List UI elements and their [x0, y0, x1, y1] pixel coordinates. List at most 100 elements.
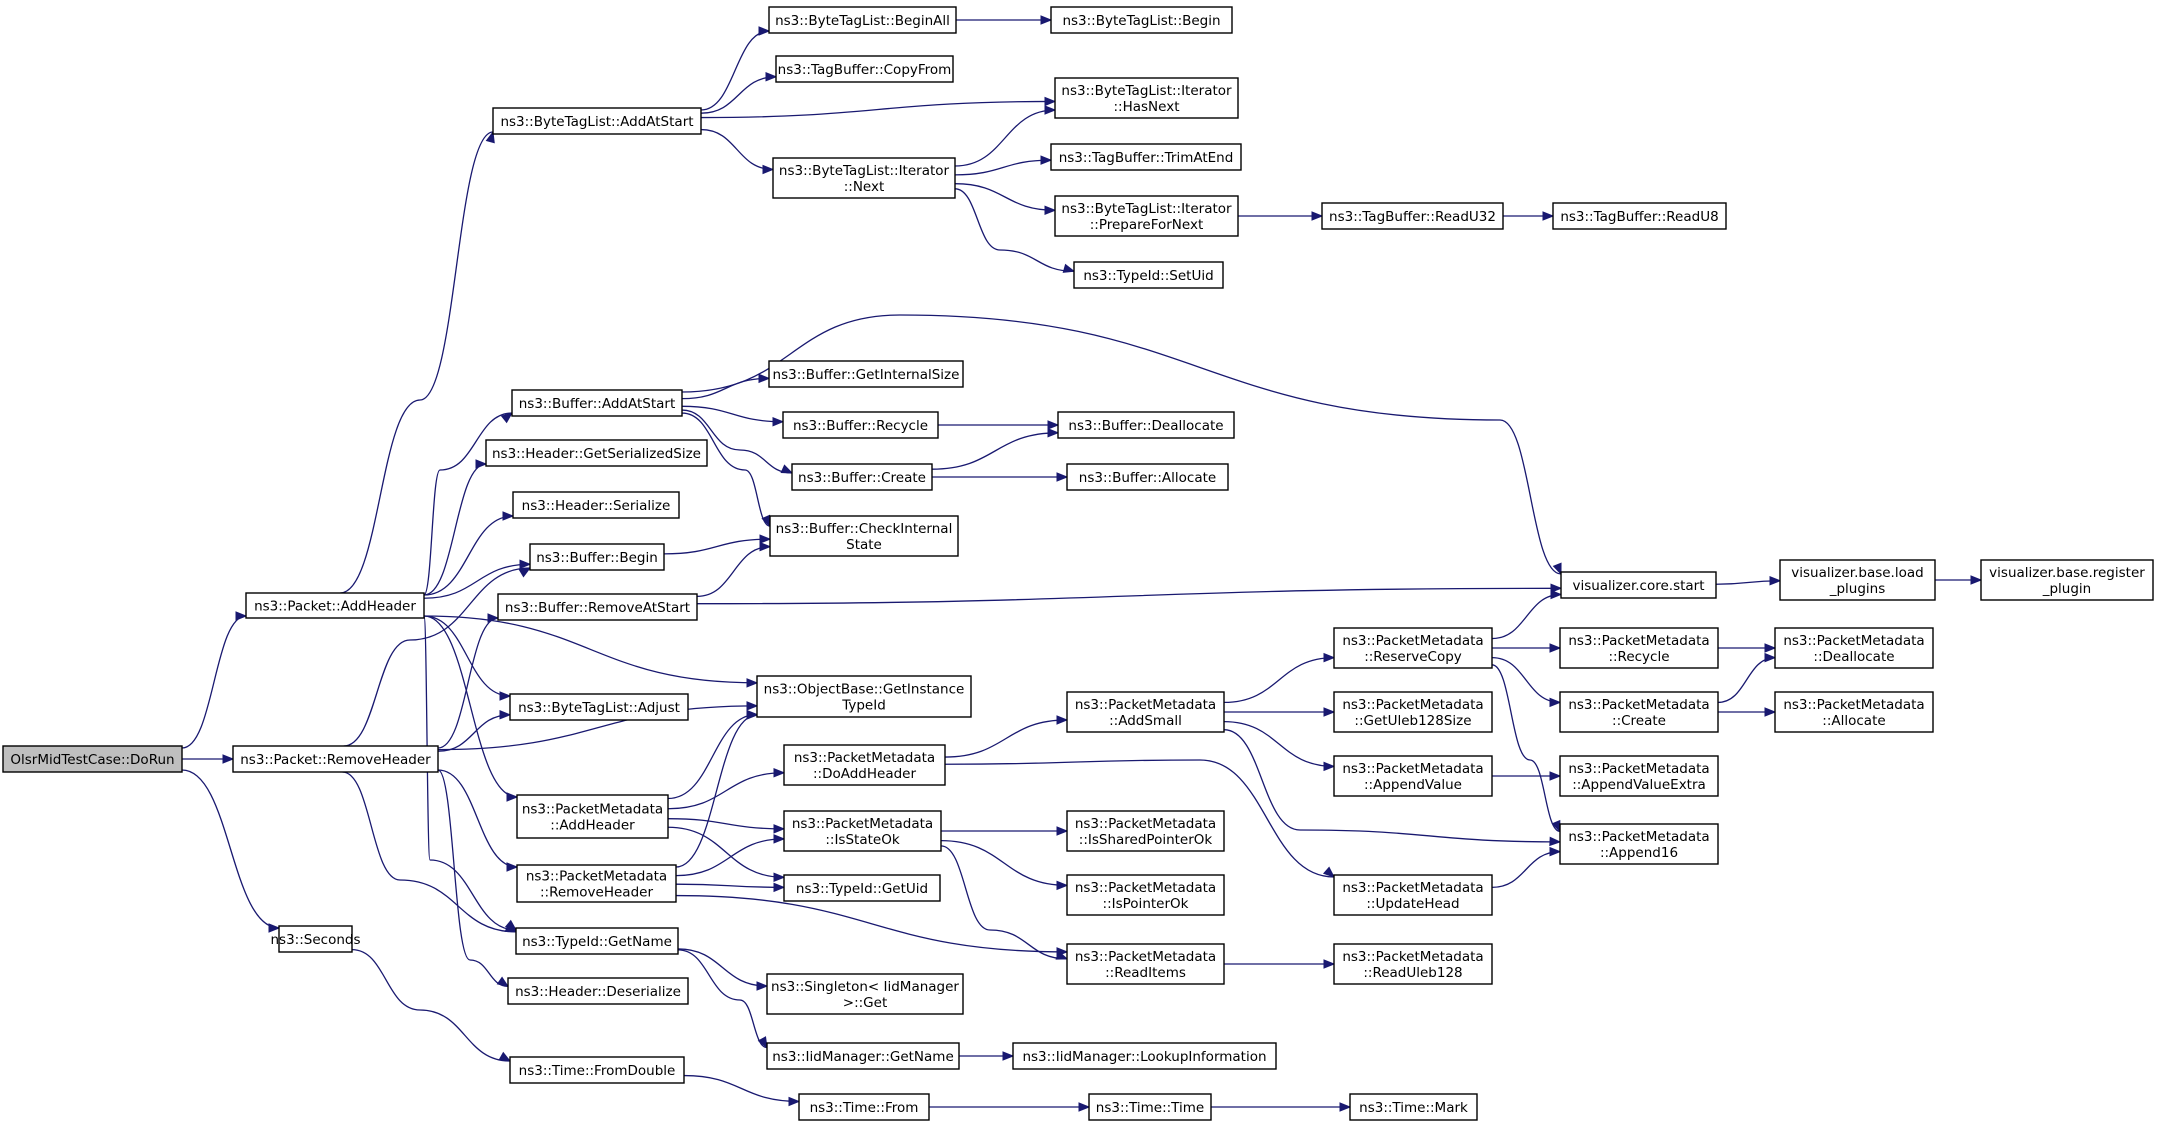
call-edge-pm_updatehead-to-pm_append16 [1491, 846, 1562, 888]
node-hdr-getsersize[interactable]: ns3::Header::GetSerializedSize [485, 439, 708, 467]
edge-arrowhead [759, 534, 772, 544]
call-edge-pm_addheader-to-typeid_getuid [667, 826, 786, 883]
node-buf-recycle[interactable]: ns3::Buffer::Recycle [782, 411, 939, 439]
edge-arrowhead [1549, 771, 1562, 781]
node-label: ns3::Buffer::GetInternalSize [773, 367, 960, 383]
edge-line [663, 538, 771, 555]
node-time-time[interactable]: ns3::Time::Time [1088, 1093, 1212, 1121]
call-edge-pm_readitems-to-pm_readuleb128 [1224, 959, 1336, 969]
node-pm-append16[interactable]: ns3::PacketMetadata::Append16 [1559, 823, 1719, 865]
node-buf-allocate[interactable]: ns3::Buffer::Allocate [1066, 463, 1229, 491]
node-viz-base-registerplugin[interactable]: visualizer.base.register_plugin [1980, 559, 2154, 601]
node-pm-getuleb128size[interactable]: ns3::PacketMetadata::GetUleb128Size [1333, 691, 1493, 733]
node-pm-isstateok[interactable]: ns3::PacketMetadata::IsStateOk [783, 810, 942, 852]
node-iid-lookupinformation[interactable]: ns3::IidManager::LookupInformation [1012, 1042, 1277, 1070]
node-pm-readitems[interactable]: ns3::PacketMetadata::ReadItems [1066, 943, 1225, 985]
node-pm-addheader[interactable]: ns3::PacketMetadata::AddHeader [516, 794, 669, 839]
edge-arrowhead [758, 373, 771, 384]
node-viz-core-start[interactable]: visualizer.core.start [1560, 571, 1717, 599]
node-time-mark[interactable]: ns3::Time::Mark [1349, 1093, 1478, 1121]
node-removeheader[interactable]: ns3::Packet::RemoveHeader [232, 745, 439, 773]
edge-line [437, 705, 758, 751]
edge-arrowhead [519, 559, 532, 570]
node-pm-ispointerok[interactable]: ns3::PacketMetadata::IsPointerOk [1066, 874, 1225, 916]
node-pm-readuleb128[interactable]: ns3::PacketMetadata::ReadUleb128 [1333, 943, 1493, 985]
node-label: ns3::PacketMetadata [1568, 829, 1709, 845]
node-tb-readu32[interactable]: ns3::TagBuffer::ReadU32 [1321, 202, 1504, 230]
node-btl-it-hasnext[interactable]: ns3::ByteTagList::Iterator::HasNext [1054, 77, 1239, 119]
node-btl-it-preparefornext[interactable]: ns3::ByteTagList::Iterator::PrepareForNe… [1054, 195, 1239, 237]
node-pm-appendvalue[interactable]: ns3::PacketMetadata::AppendValue [1333, 755, 1493, 797]
node-pm-reservecopy[interactable]: ns3::PacketMetadata::ReserveCopy [1333, 627, 1493, 669]
node-time-from[interactable]: ns3::Time::From [798, 1093, 930, 1121]
node-pm-recycle[interactable]: ns3::PacketMetadata::Recycle [1559, 627, 1719, 669]
node-pm-create[interactable]: ns3::PacketMetadata::Create [1559, 691, 1719, 733]
node-box [492, 107, 702, 135]
node-iid-getname[interactable]: ns3::IidManager::GetName [766, 1042, 960, 1070]
edge-arrowhead [1323, 652, 1336, 663]
node-hdr-deserialize[interactable]: ns3::Header::Deserialize [507, 977, 689, 1005]
node-typeid-getuid[interactable]: ns3::TypeId::GetUid [783, 874, 941, 902]
node-label: ns3::TagBuffer::ReadU32 [1329, 209, 1496, 225]
node-buf-begin[interactable]: ns3::Buffer::Begin [529, 543, 665, 571]
node-seconds[interactable]: ns3::Seconds [271, 925, 361, 953]
node-pm-deallocate[interactable]: ns3::PacketMetadata::Deallocate [1774, 627, 1934, 669]
call-edge-pm_reservecopy-to-pm_create [1491, 656, 1562, 708]
node-dorun[interactable]: OlsrMidTestCase::DoRun [2, 745, 183, 773]
node-buf-getinternalsize[interactable]: ns3::Buffer::GetInternalSize [768, 360, 964, 388]
node-tb-copyfrom[interactable]: ns3::TagBuffer::CopyFrom [775, 55, 954, 83]
node-btl-adjust[interactable]: ns3::ByteTagList::Adjust [509, 693, 689, 721]
edge-arrowhead [1044, 105, 1057, 115]
edge-arrowhead [1323, 707, 1336, 717]
node-pm-updatehead[interactable]: ns3::PacketMetadata::UpdateHead [1333, 874, 1493, 916]
edge-arrowhead [1542, 211, 1555, 221]
call-edge-pm_addheader-to-ob_getinstancetypeid [667, 709, 759, 800]
node-buf-deallocate[interactable]: ns3::Buffer::Deallocate [1057, 411, 1235, 439]
call-edge-buf_addatstart-to-viz_core_start [681, 314, 1562, 576]
node-pm-addsmall[interactable]: ns3::PacketMetadata::AddSmall [1066, 691, 1225, 733]
node-box [791, 463, 933, 491]
node-time-fromdouble[interactable]: ns3::Time::FromDouble [509, 1056, 685, 1084]
call-edge-btl_beginall-to-btl_begin [956, 15, 1053, 25]
node-pm-appendvalueextra[interactable]: ns3::PacketMetadata::AppendValueExtra [1559, 755, 1719, 797]
call-edge-removeheader-to-ob_getinstancetypeid [437, 701, 759, 751]
node-label: ns3::PacketMetadata [1075, 880, 1216, 896]
node-box [1066, 691, 1225, 733]
node-buf-removeatstart[interactable]: ns3::Buffer::RemoveAtStart [497, 593, 698, 621]
node-hdr-serialize[interactable]: ns3::Header::Serialize [512, 491, 680, 519]
edge-line [681, 314, 1562, 575]
node-singleton-get[interactable]: ns3::Singleton< IidManager>::Get [766, 973, 964, 1015]
edge-line [940, 845, 1068, 960]
node-typeid-getname[interactable]: ns3::TypeId::GetName [515, 927, 679, 955]
edge-line [423, 515, 514, 596]
node-pm-issharedpointerok[interactable]: ns3::PacketMetadata::IsSharedPointerOk [1066, 810, 1225, 852]
call-edge-btl_it_next-to-typeid_setuid [954, 188, 1076, 273]
node-label: ns3::PacketMetadata [1342, 697, 1483, 713]
node-tb-trimatend[interactable]: ns3::TagBuffer::TrimAtEnd [1050, 143, 1242, 171]
call-edge-pm_reservecopy-to-pm_append16 [1491, 664, 1561, 833]
node-tb-readu8[interactable]: ns3::TagBuffer::ReadU8 [1552, 202, 1727, 230]
node-btl-beginall[interactable]: ns3::ByteTagList::BeginAll [768, 6, 957, 34]
node-typeid-setuid[interactable]: ns3::TypeId::SetUid [1073, 261, 1224, 289]
edge-line [423, 615, 517, 931]
node-label: ns3::Packet::RemoveHeader [240, 752, 431, 768]
node-buf-addatstart[interactable]: ns3::Buffer::AddAtStart [511, 389, 683, 417]
node-btl-addatstart[interactable]: ns3::ByteTagList::AddAtStart [492, 107, 702, 135]
call-edge-tb_readu32-to-tb_readu8 [1502, 211, 1555, 221]
node-viz-base-loadplugins[interactable]: visualizer.base.load_plugins [1779, 559, 1936, 601]
edge-line [681, 377, 770, 400]
node-pm-doaddheader[interactable]: ns3::PacketMetadata::DoAddHeader [783, 744, 946, 786]
call-edge-pm_create-to-pm_allocate [1718, 707, 1777, 717]
node-buf-create[interactable]: ns3::Buffer::Create [791, 463, 933, 491]
node-btl-begin[interactable]: ns3::ByteTagList::Begin [1050, 6, 1233, 34]
node-label: ns3::Singleton< IidManager [771, 979, 959, 995]
call-edge-dorun-to-seconds [181, 769, 281, 933]
node-pm-allocate[interactable]: ns3::PacketMetadata::Allocate [1774, 691, 1934, 733]
node-addheader[interactable]: ns3::Packet::AddHeader [245, 592, 425, 619]
node-label: ns3::Buffer::RemoveAtStart [505, 600, 690, 616]
node-btl-it-next[interactable]: ns3::ByteTagList::Iterator::Next [772, 157, 956, 199]
node-pm-removeheader[interactable]: ns3::PacketMetadata::RemoveHeader [516, 864, 677, 903]
